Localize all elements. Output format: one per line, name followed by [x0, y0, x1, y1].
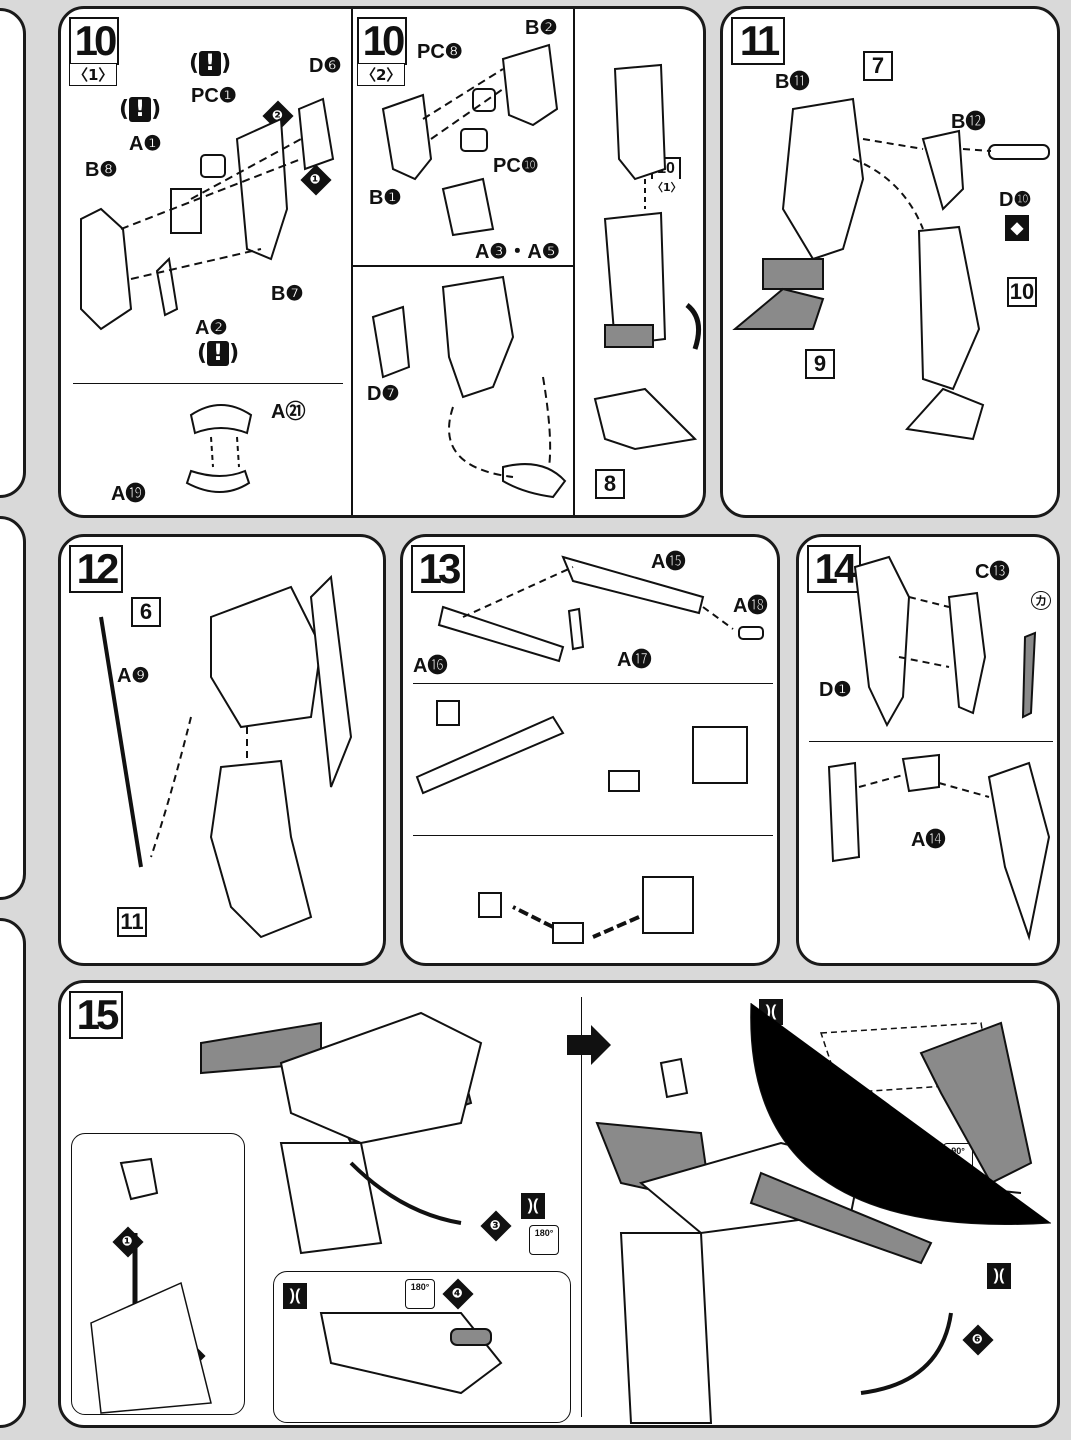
- part-label-d7: D❼: [367, 383, 400, 405]
- ref-part-10: 10: [1007, 277, 1037, 307]
- leg-lower-armor-drawing: [80, 97, 335, 331]
- part-label-a18: A⓲: [733, 595, 768, 617]
- part-label-d10: D❿: [999, 189, 1032, 211]
- part-label-pcj: PC❿: [493, 155, 539, 177]
- step-number-13: 13: [411, 545, 465, 593]
- part-label-b2: B❷: [525, 17, 558, 39]
- step-14-panel: 14 C⓭ D❶ A⓮ カ: [796, 534, 1060, 966]
- part-label-a16: A⓰: [413, 655, 448, 677]
- backpack-transform-drawing: [90, 1002, 1052, 1424]
- step-14-divider: [809, 741, 1053, 742]
- ref-substep-1: 〈1〉: [649, 179, 685, 195]
- step-number-15: 15: [69, 991, 123, 1039]
- step-13-panel: 13 A⓯ A⓲ A⓰ A⓱: [400, 534, 780, 966]
- ref-part-7: 7: [863, 51, 893, 81]
- step-10-1-divider: [73, 383, 343, 384]
- substep-label-2: 〈2〉: [357, 63, 406, 86]
- knee-joint-drawing: [185, 404, 253, 493]
- step-11-panel: 11 B⓫ 7 B⓬ D❿ ◆ 10 9: [720, 6, 1060, 518]
- part-label-a3-a5: A❸・A❺: [475, 241, 560, 263]
- step-12-panel: 12 6 A❾ 11: [58, 534, 386, 966]
- step-13-divider-1: [413, 683, 773, 684]
- warning-mark: (!): [197, 341, 240, 366]
- warning-mark: (!): [189, 51, 232, 76]
- part-label-d6: D❻: [309, 55, 342, 77]
- knee-armor-drawing: [371, 275, 567, 499]
- part-label-b12: B⓬: [951, 111, 986, 133]
- ref-part-6: 6: [131, 597, 161, 627]
- rotate-part-icon: )(: [987, 1263, 1011, 1289]
- part-label-b7: B❼: [271, 283, 304, 305]
- step-number-10-2: 10: [357, 17, 407, 65]
- part-label-a9: A❾: [117, 665, 150, 687]
- step-15-panel: 15 ❶ ❷ ❸ )( 180° )( 180° ❹ )( ❺ 90° )( ❻: [58, 980, 1060, 1428]
- shield-assembly-drawing: [827, 555, 1051, 941]
- step-number-14: 14: [807, 545, 861, 593]
- upper-body-and-legs-drawing: [99, 574, 353, 939]
- step-10-panel: 10 〈1〉 (!) PC❶ (!) A❶ B❽ D❻ B❼ A❷ (!) ❷ …: [58, 6, 706, 518]
- rotate-180-icon: 180°: [529, 1225, 559, 1255]
- part-label-b8: B❽: [85, 159, 118, 181]
- step-15-divider: [581, 997, 582, 1417]
- part-label-d1: D❶: [819, 679, 852, 701]
- ref-part-9: 9: [805, 349, 835, 379]
- part-label-b11: B⓫: [775, 71, 810, 93]
- ref-part-11: 11: [117, 907, 147, 937]
- rotate-part-icon: )(: [521, 1193, 545, 1219]
- part-label-a21: A㉑: [271, 401, 306, 423]
- rotate-part-icon: )(: [283, 1283, 307, 1309]
- warning-mark: (!): [119, 97, 162, 122]
- prev-page-panel-top: [0, 8, 26, 498]
- part-label-a2: A❷: [195, 317, 228, 339]
- inset-head-removal: [71, 1133, 245, 1415]
- part-label-pc1: PC❶: [191, 85, 237, 107]
- full-leg-drawing: [732, 97, 1050, 441]
- part-label-a17: A⓱: [617, 649, 652, 671]
- ref-part-8: 8: [595, 469, 625, 499]
- step-number-12: 12: [69, 545, 123, 593]
- rifle-assembly-drawing: [415, 555, 764, 944]
- leg-with-foot-drawing: [593, 63, 702, 451]
- part-label-a19: A⓳: [111, 483, 146, 505]
- step-number-11: 11: [731, 17, 785, 65]
- prev-page-panel-mid: [0, 516, 26, 900]
- swivel-icon: ◆: [1005, 215, 1029, 241]
- thigh-assembly-drawing: [381, 43, 559, 237]
- step-10-divider-right: [573, 9, 575, 515]
- sticker-label-ka: カ: [1031, 591, 1052, 610]
- part-label-a14: A⓮: [911, 829, 946, 851]
- rotate-180-icon: 180°: [405, 1279, 435, 1309]
- substep-label-1: 〈1〉: [69, 63, 118, 86]
- step-13-divider-2: [413, 835, 773, 836]
- part-label-pc8: PC❽: [417, 41, 463, 63]
- part-label-a1: A❶: [129, 133, 162, 155]
- part-label-b1: B❶: [369, 187, 402, 209]
- part-label-c13: C⓭: [975, 561, 1010, 583]
- part-label-a15: A⓯: [651, 551, 686, 573]
- step-10-divider-small: [351, 265, 573, 267]
- step-10-divider-vertical: [351, 9, 353, 515]
- prev-page-panel-bottom: [0, 918, 26, 1428]
- inset-wing-rotation: [273, 1271, 571, 1423]
